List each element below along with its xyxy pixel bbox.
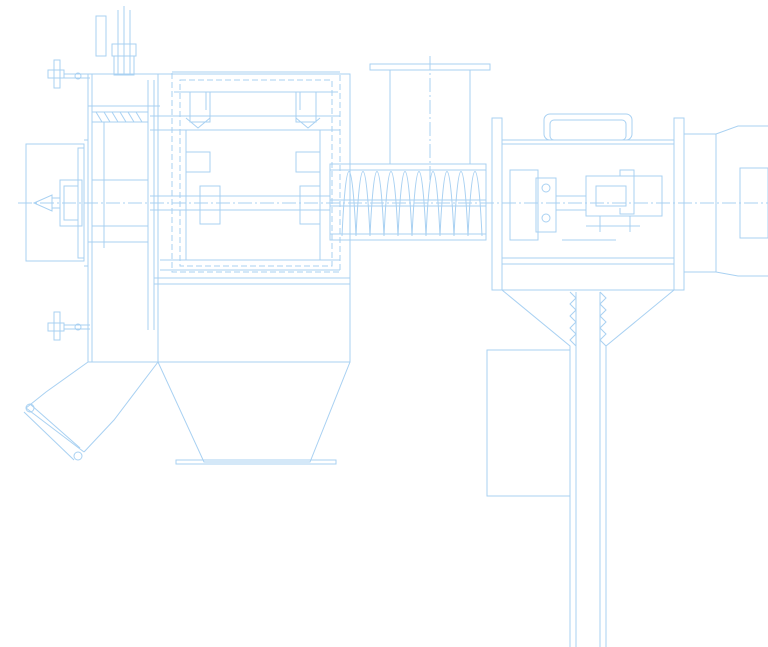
- bottom-hopper: [158, 362, 350, 464]
- spiral-conveyor: [330, 164, 486, 240]
- support-column: [502, 290, 674, 647]
- feed-pipe: [96, 6, 136, 75]
- discharge-chute: [24, 362, 158, 460]
- side-panel: [487, 350, 570, 496]
- sieve-housing: [88, 74, 350, 362]
- inlet-hopper: [370, 56, 490, 180]
- motor: [26, 144, 84, 261]
- adjust-knob: [48, 60, 90, 88]
- end-cap: [84, 140, 88, 266]
- bearing-housing: [492, 114, 684, 290]
- adjust-knob: [48, 312, 90, 340]
- drive-cover: [684, 126, 768, 276]
- screen-cage: [150, 72, 340, 272]
